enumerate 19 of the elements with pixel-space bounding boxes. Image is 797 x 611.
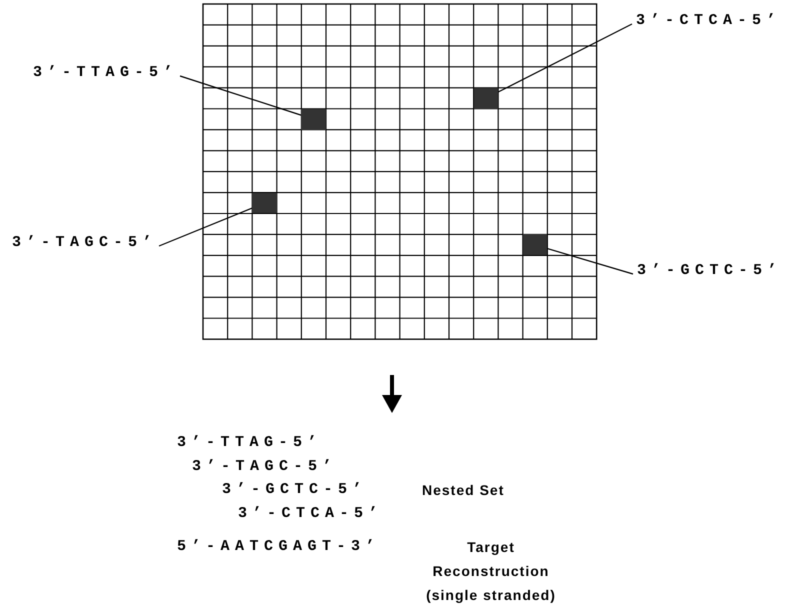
probe-spot [252,192,277,214]
sequence-text: 3’-TAGC-5’ [192,458,338,476]
probe-spot [522,234,548,256]
sequence-text: 3’-CTCA-5’ [238,505,384,523]
sequence-text: 3’-GCTC-5’ [222,481,368,499]
leader-line [547,248,634,275]
leader-line [498,23,632,93]
sequence-text: 3’-TTAG-5’ [177,434,322,452]
probe-sequence: 3’-CTCA-5’ [636,12,782,30]
sequence-text: 5’-AATCGAGT-3’ [177,538,380,556]
reconstruction-label: Target Reconstruction (single stranded) [425,538,557,605]
probe-sequence: 3’-TAGC-5’ [12,234,158,252]
probe-spot [301,108,326,130]
leader-line [180,75,302,116]
probe-spot [474,88,498,109]
set-label: Nested Set [422,481,504,500]
leader-line [158,207,252,247]
probe-sequence: 3’-TTAG-5’ [33,64,178,82]
probe-sequence: 3’-GCTC-5’ [637,262,782,280]
